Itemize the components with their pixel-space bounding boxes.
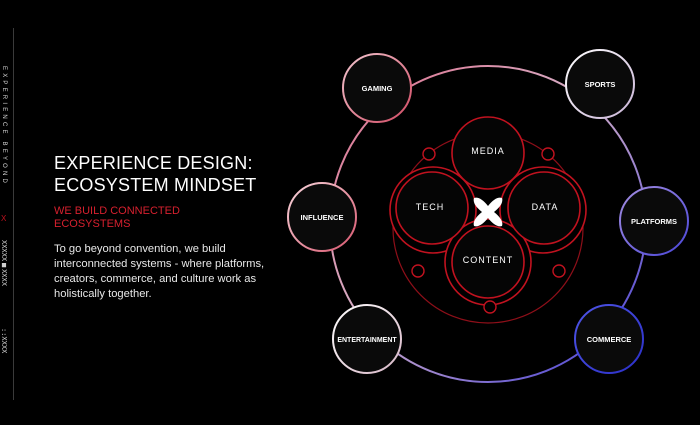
sidebar-brand-mark: X [1, 214, 7, 223]
node-gaming [342, 53, 412, 123]
node-sports [565, 49, 635, 119]
connector-dot-4 [552, 264, 566, 278]
page-title-line2: ECOSYSTEM MINDSET [54, 175, 257, 195]
node-commerce [574, 304, 644, 374]
page-title-line1: EXPERIENCE DESIGN: [54, 153, 253, 173]
connector-dot-1 [422, 147, 436, 161]
node-content [451, 225, 525, 299]
label-media: MEDIA [471, 146, 505, 156]
label-entertainment: ENTERTAINMENT [337, 337, 397, 344]
label-influence: INFLUENCE [301, 213, 344, 222]
label-data: DATA [532, 202, 559, 212]
sidebar-pattern-top: XXXXX■XXXX [0, 240, 8, 286]
connector-dot-2 [541, 147, 555, 161]
label-commerce: COMMERCE [587, 335, 632, 344]
node-tech [395, 171, 469, 245]
sidebar-vertical-label: EXPERIENCE BEYOND [1, 66, 7, 187]
node-data [507, 171, 581, 245]
page-title: EXPERIENCE DESIGN: ECOSYSTEM MINDSET [54, 152, 314, 196]
node-platforms [619, 186, 689, 256]
node-media [451, 116, 525, 190]
label-content: CONTENT [463, 255, 514, 265]
body-paragraph: To go beyond convention, we build interc… [54, 243, 265, 300]
label-sports: SPORTS [585, 80, 616, 89]
label-platforms: PLATFORMS [631, 217, 677, 226]
node-influence [287, 182, 357, 252]
subheading: WE BUILD CONNECTED ECOSYSTEMS [54, 205, 180, 230]
connector-dot-3 [411, 264, 425, 278]
sidebar-pattern-bottom: ::XXXX [0, 328, 8, 354]
label-gaming: GAMING [362, 84, 393, 93]
sidebar-divider [13, 28, 14, 400]
node-entertainment [332, 304, 402, 374]
connector-dot-5 [483, 300, 497, 314]
label-tech: TECH [416, 202, 445, 212]
x-logo-icon [473, 197, 503, 227]
